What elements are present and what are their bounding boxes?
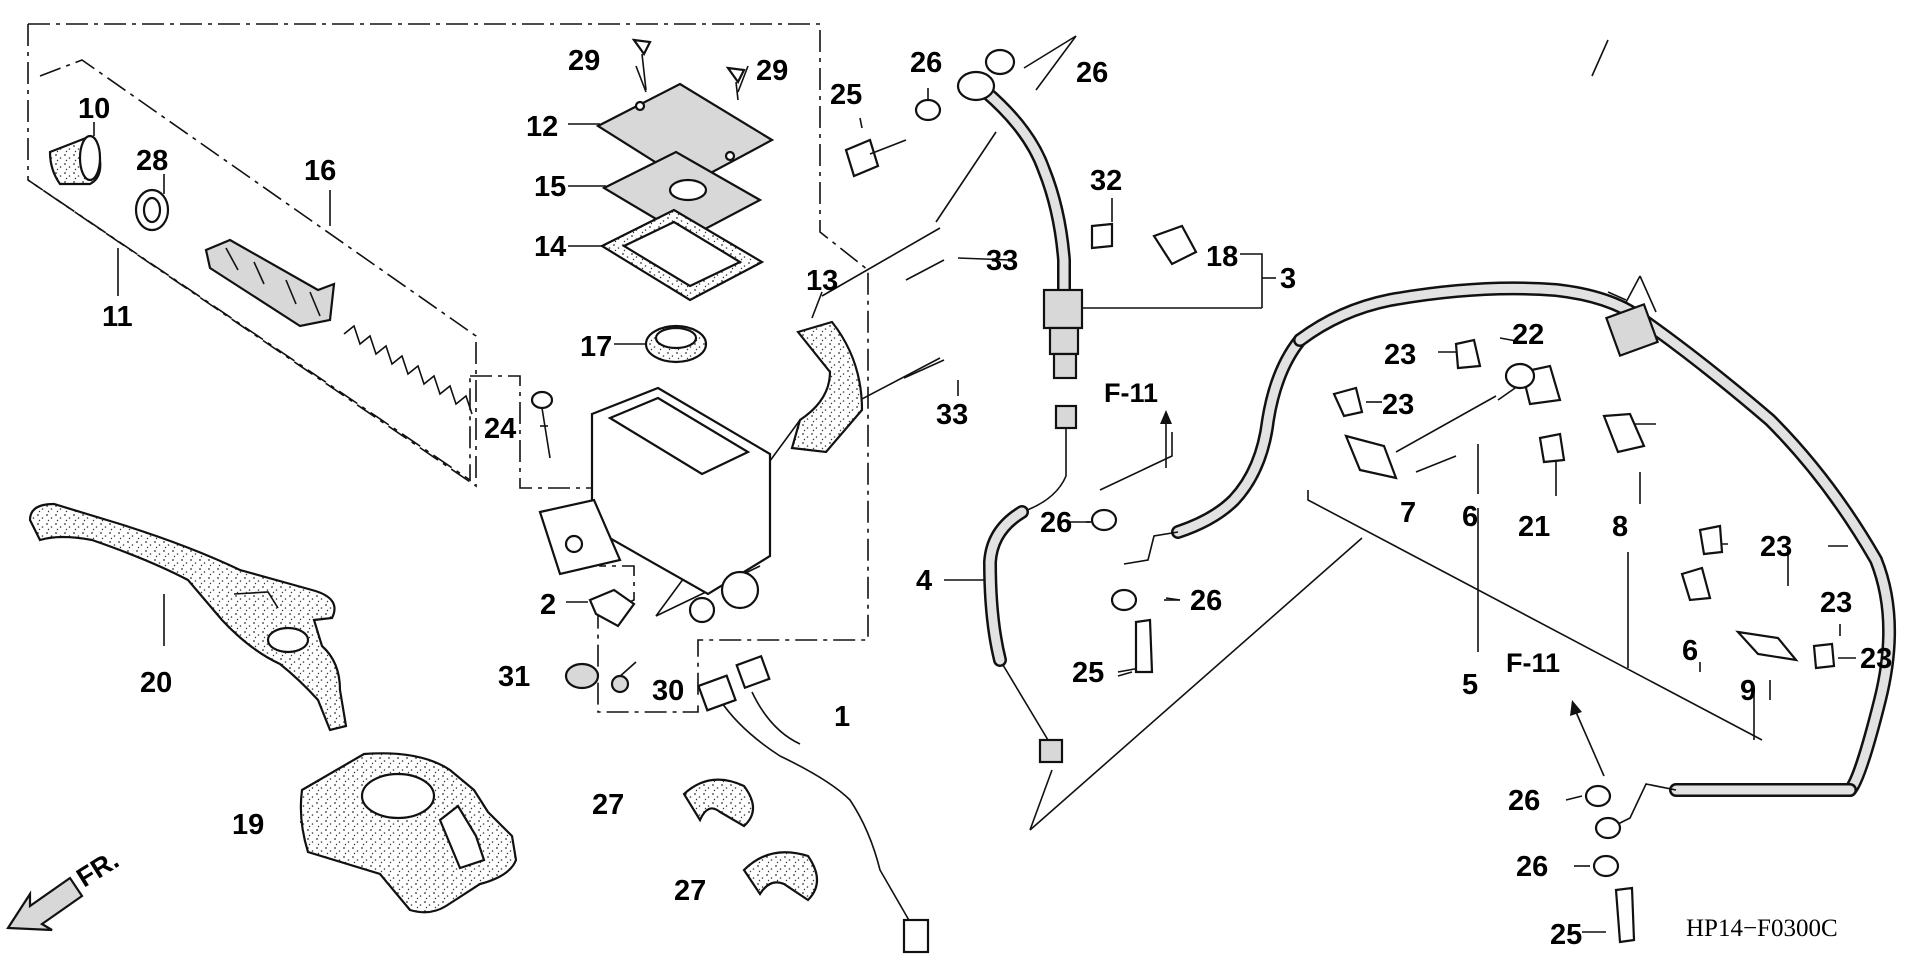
callout-23b: 23 xyxy=(1382,389,1414,421)
snap-ring-part-28 xyxy=(134,188,170,232)
clamp-part-27 xyxy=(682,778,819,902)
callout-22: 22 xyxy=(1512,319,1544,351)
callout-25c: 25 xyxy=(1550,919,1582,951)
callout-26c: 26 xyxy=(1040,507,1072,539)
callout-7: 7 xyxy=(1400,497,1416,529)
callout-26e: 26 xyxy=(1508,785,1540,817)
callout-23c: 23 xyxy=(1760,531,1792,563)
reservoir-body xyxy=(538,386,772,624)
callout-23a: 23 xyxy=(1384,339,1416,371)
callout-26b: 26 xyxy=(1076,57,1108,89)
callout-24: 24 xyxy=(484,413,516,445)
callout-31: 31 xyxy=(498,661,530,693)
leader-lines xyxy=(93,35,1856,933)
callout-26a: 26 xyxy=(910,47,942,79)
callout-18: 18 xyxy=(1206,241,1238,273)
hose-part-3 xyxy=(956,70,1084,380)
callout-26f: 26 xyxy=(1516,851,1548,883)
callout-26d: 26 xyxy=(1190,585,1222,617)
plate-part-15 xyxy=(601,150,763,240)
callout-33a: 33 xyxy=(986,245,1018,277)
hose-part-5 xyxy=(1123,281,1897,827)
boot-part-31 xyxy=(564,662,600,690)
drawing-code: HP14−F0300C xyxy=(1686,915,1838,942)
callout-9: 9 xyxy=(1740,675,1756,707)
brake-lever-part-20 xyxy=(28,502,348,732)
callout-labels: 1 2 3 4 5 6 6 7 8 9 10 11 12 13 14 15 16… xyxy=(78,45,1892,951)
callout-4: 4 xyxy=(916,565,932,597)
reference-f11-bottom: F-11 xyxy=(1506,648,1560,678)
callout-30: 30 xyxy=(652,675,684,707)
callout-20: 20 xyxy=(140,667,172,699)
piston-kit-frame xyxy=(27,59,477,488)
callout-29b: 29 xyxy=(756,55,788,87)
switch-part-2 xyxy=(588,588,636,628)
boot-part-17 xyxy=(644,324,708,364)
callout-15: 15 xyxy=(534,171,566,203)
callout-32: 32 xyxy=(1090,165,1122,197)
hose-part-4 xyxy=(982,404,1078,764)
callout-25a: 25 xyxy=(830,79,862,111)
direction-label: FR. xyxy=(71,845,124,893)
callout-23e: 23 xyxy=(1860,643,1892,675)
callout-33b: 33 xyxy=(936,399,968,431)
piston-part-16 xyxy=(204,238,336,328)
small-hardware xyxy=(844,48,1836,944)
lever-cover-part-19 xyxy=(299,752,518,914)
boot-part-10 xyxy=(48,134,102,186)
callout-2: 2 xyxy=(540,589,556,621)
callout-11: 11 xyxy=(102,301,133,333)
callout-27a: 27 xyxy=(592,789,624,821)
screw-part-29 xyxy=(631,38,746,101)
front-direction-arrow-icon: FR. xyxy=(6,845,124,932)
screw-part-30 xyxy=(610,674,630,694)
clamp-part-13 xyxy=(790,320,864,454)
callout-23d: 23 xyxy=(1820,587,1852,619)
callout-28: 28 xyxy=(136,145,168,177)
callout-10: 10 xyxy=(78,93,110,125)
callout-12: 12 xyxy=(526,111,558,143)
callout-29a: 29 xyxy=(568,45,600,77)
callout-6b: 6 xyxy=(1682,635,1698,667)
callout-21: 21 xyxy=(1518,511,1550,543)
callout-19: 19 xyxy=(232,809,264,841)
callout-6: 6 xyxy=(1462,501,1478,533)
callout-25b: 25 xyxy=(1072,657,1104,689)
callout-8: 8 xyxy=(1612,511,1628,543)
spring-part-16 xyxy=(343,324,473,415)
callout-3: 3 xyxy=(1280,263,1296,295)
callout-16: 16 xyxy=(304,155,336,187)
callout-5: 5 xyxy=(1462,669,1478,701)
reference-f11-top: F-11 xyxy=(1104,378,1158,408)
callout-13: 13 xyxy=(806,265,838,297)
harness-part-1 xyxy=(697,654,930,954)
callout-14: 14 xyxy=(534,231,566,263)
screw-part-24 xyxy=(530,390,554,459)
callout-27b: 27 xyxy=(674,875,706,907)
diaphragm-part-14 xyxy=(599,208,765,302)
callout-17: 17 xyxy=(580,331,612,363)
callout-1: 1 xyxy=(834,701,850,733)
